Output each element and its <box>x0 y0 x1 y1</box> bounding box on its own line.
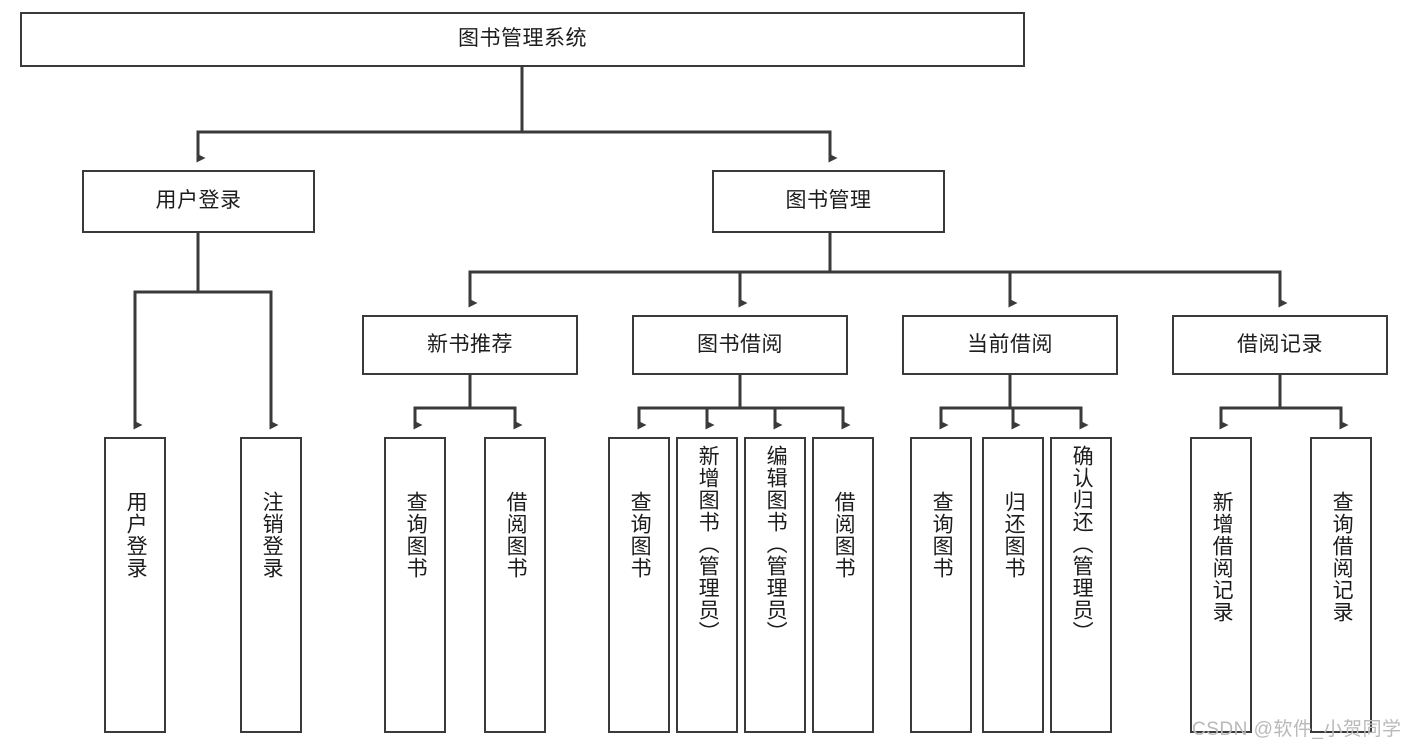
node-root-label: 图书管理系统 <box>458 27 587 51</box>
node-leaf-query-book-label: 查询图书 <box>628 491 652 579</box>
node-leaf-borrow-book[interactable]: 借阅图书 <box>812 437 874 733</box>
watermark: CSDN @软件_小贺同学 <box>1192 719 1402 740</box>
node-leaf-query-book-rec-label: 查询图书 <box>404 491 428 579</box>
node-new-book-recommend[interactable]: 新书推荐 <box>362 315 578 375</box>
node-leaf-query-book-current-label: 查询图书 <box>930 491 954 579</box>
node-leaf-query-borrow-record-label: 查询借阅记录 <box>1330 491 1354 623</box>
node-book-manage[interactable]: 图书管理 <box>712 170 945 233</box>
node-leaf-query-book[interactable]: 查询图书 <box>608 437 670 733</box>
node-borrow-record[interactable]: 借阅记录 <box>1172 315 1388 375</box>
node-leaf-return-book[interactable]: 归还图书 <box>982 437 1044 733</box>
node-leaf-add-borrow-record-label: 新增借阅记录 <box>1210 491 1234 623</box>
node-leaf-confirm-return-admin[interactable]: 确认归还（管理员） <box>1050 437 1112 733</box>
node-leaf-query-borrow-record[interactable]: 查询借阅记录 <box>1310 437 1372 733</box>
node-leaf-logout-label: 注销登录 <box>260 491 284 579</box>
node-leaf-borrow-book-label: 借阅图书 <box>832 491 856 579</box>
node-borrow-record-label: 借阅记录 <box>1237 332 1323 356</box>
node-user-login-label: 用户登录 <box>155 189 242 213</box>
node-leaf-borrow-book-rec-label: 借阅图书 <box>504 491 528 579</box>
node-leaf-query-book-rec[interactable]: 查询图书 <box>384 437 446 733</box>
node-leaf-query-book-current[interactable]: 查询图书 <box>910 437 972 733</box>
node-leaf-logout[interactable]: 注销登录 <box>240 437 302 733</box>
node-user-login[interactable]: 用户登录 <box>82 170 315 233</box>
node-book-manage-label: 图书管理 <box>785 189 872 213</box>
node-leaf-confirm-return-admin-label: 确认归还（管理员） <box>1070 445 1094 643</box>
node-root[interactable]: 图书管理系统 <box>20 12 1025 67</box>
node-leaf-user-login[interactable]: 用户登录 <box>104 437 166 733</box>
node-leaf-add-borrow-record[interactable]: 新增借阅记录 <box>1190 437 1252 733</box>
node-leaf-edit-book-admin-label: 编辑图书（管理员） <box>764 445 788 643</box>
node-current-borrow[interactable]: 当前借阅 <box>902 315 1118 375</box>
node-leaf-edit-book-admin[interactable]: 编辑图书（管理员） <box>744 437 806 733</box>
node-leaf-user-login-label: 用户登录 <box>124 491 148 579</box>
node-leaf-return-book-label: 归还图书 <box>1002 491 1026 579</box>
node-leaf-borrow-book-rec[interactable]: 借阅图书 <box>484 437 546 733</box>
node-leaf-add-book-admin-label: 新增图书（管理员） <box>696 445 720 643</box>
node-book-borrow[interactable]: 图书借阅 <box>632 315 848 375</box>
node-book-borrow-label: 图书借阅 <box>697 332 783 356</box>
node-current-borrow-label: 当前借阅 <box>967 332 1053 356</box>
node-leaf-add-book-admin[interactable]: 新增图书（管理员） <box>676 437 738 733</box>
node-new-book-recommend-label: 新书推荐 <box>427 332 513 356</box>
